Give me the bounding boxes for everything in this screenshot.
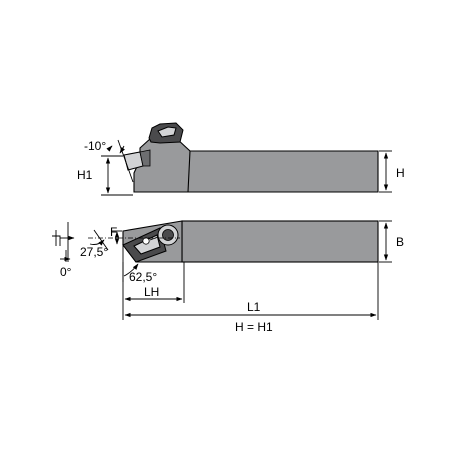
clamp-screw-inner [162, 229, 174, 241]
top-view-insert-highlight [133, 234, 161, 255]
angle-27-label: 27,5° [80, 245, 108, 259]
l1-label: L1 [247, 300, 261, 314]
lh-label: LH [144, 285, 159, 299]
l1-dimension: L1 [122, 262, 379, 320]
angle-top-label: -10° [84, 139, 106, 153]
top-view-shank [181, 220, 379, 263]
insert-pin [142, 237, 150, 245]
angle-0-label: 0° [60, 265, 72, 279]
top-view [122, 220, 379, 263]
lh-dimension: LH [122, 262, 185, 303]
lead-angle-annotations: 27,5° F 0° [52, 222, 180, 279]
side-view-clamp-highlight [157, 126, 177, 138]
h1-label: H1 [77, 168, 93, 182]
side-view-insert-shadow [139, 149, 151, 167]
f-label: F [110, 225, 117, 239]
h-equals-h1-note: H = H1 [235, 320, 273, 334]
side-view-shank [162, 150, 379, 193]
b-dimension: B [379, 220, 404, 263]
b-label: B [396, 235, 404, 249]
h-dimension: H [379, 150, 405, 193]
h-label: H [396, 166, 405, 180]
h1-dimension: H1 [77, 155, 133, 196]
angle-62-label: 62,5° [129, 270, 157, 284]
side-view [123, 122, 379, 193]
angle-annotation-top: -10° [84, 139, 134, 183]
